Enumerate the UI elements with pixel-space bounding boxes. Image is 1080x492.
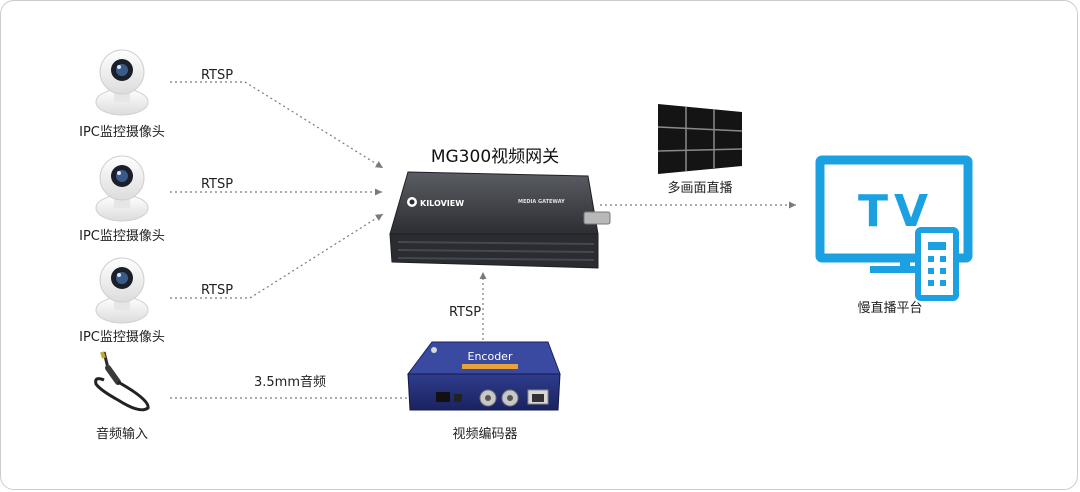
- bnc-connector-icon: [583, 211, 611, 225]
- encoder-brand: Encoder: [468, 350, 513, 363]
- camera-label-1: IPC监控摄像头: [79, 125, 165, 140]
- gateway-model: MEDIA GATEWAY: [518, 199, 565, 205]
- remote-icon: [915, 227, 959, 301]
- encoder-logo-icon: [431, 347, 437, 353]
- rtsp-label-2: RTSP: [201, 177, 233, 192]
- audio-input-label: 音频输入: [96, 426, 148, 442]
- video-encoder-device: Encoder: [407, 341, 561, 411]
- tv-text: TV: [858, 186, 934, 237]
- video-wall-icon: [657, 104, 743, 174]
- connector-camera-3: [170, 213, 384, 299]
- connectors: [170, 81, 796, 399]
- camera-label-3: IPC监控摄像头: [79, 330, 165, 345]
- gateway-title: MG300视频网关: [431, 147, 559, 167]
- camera-label-2: IPC监控摄像头: [79, 229, 165, 244]
- audio-cable-icon: [94, 351, 150, 412]
- connector-camera-1: [170, 81, 384, 169]
- encoder-label: 视频编码器: [452, 427, 517, 442]
- rtsp-label-3: RTSP: [201, 283, 233, 298]
- ip-camera-2: [95, 155, 149, 222]
- live-platform-label: 慢直播平台: [857, 300, 922, 316]
- ip-camera-3: [95, 257, 149, 324]
- audio-link-label: 3.5mm音频: [254, 374, 326, 390]
- tv-platform-icon: TV: [815, 155, 973, 301]
- ip-camera-1: [95, 49, 149, 116]
- rtsp-label-1: RTSP: [201, 68, 233, 83]
- gateway-brand: KILOVIEW: [420, 199, 464, 208]
- media-gateway-device: KILOVIEW MEDIA GATEWAY: [389, 171, 611, 269]
- multiview-label: 多画面直播: [667, 180, 732, 196]
- rtsp-label-encoder: RTSP: [449, 305, 481, 320]
